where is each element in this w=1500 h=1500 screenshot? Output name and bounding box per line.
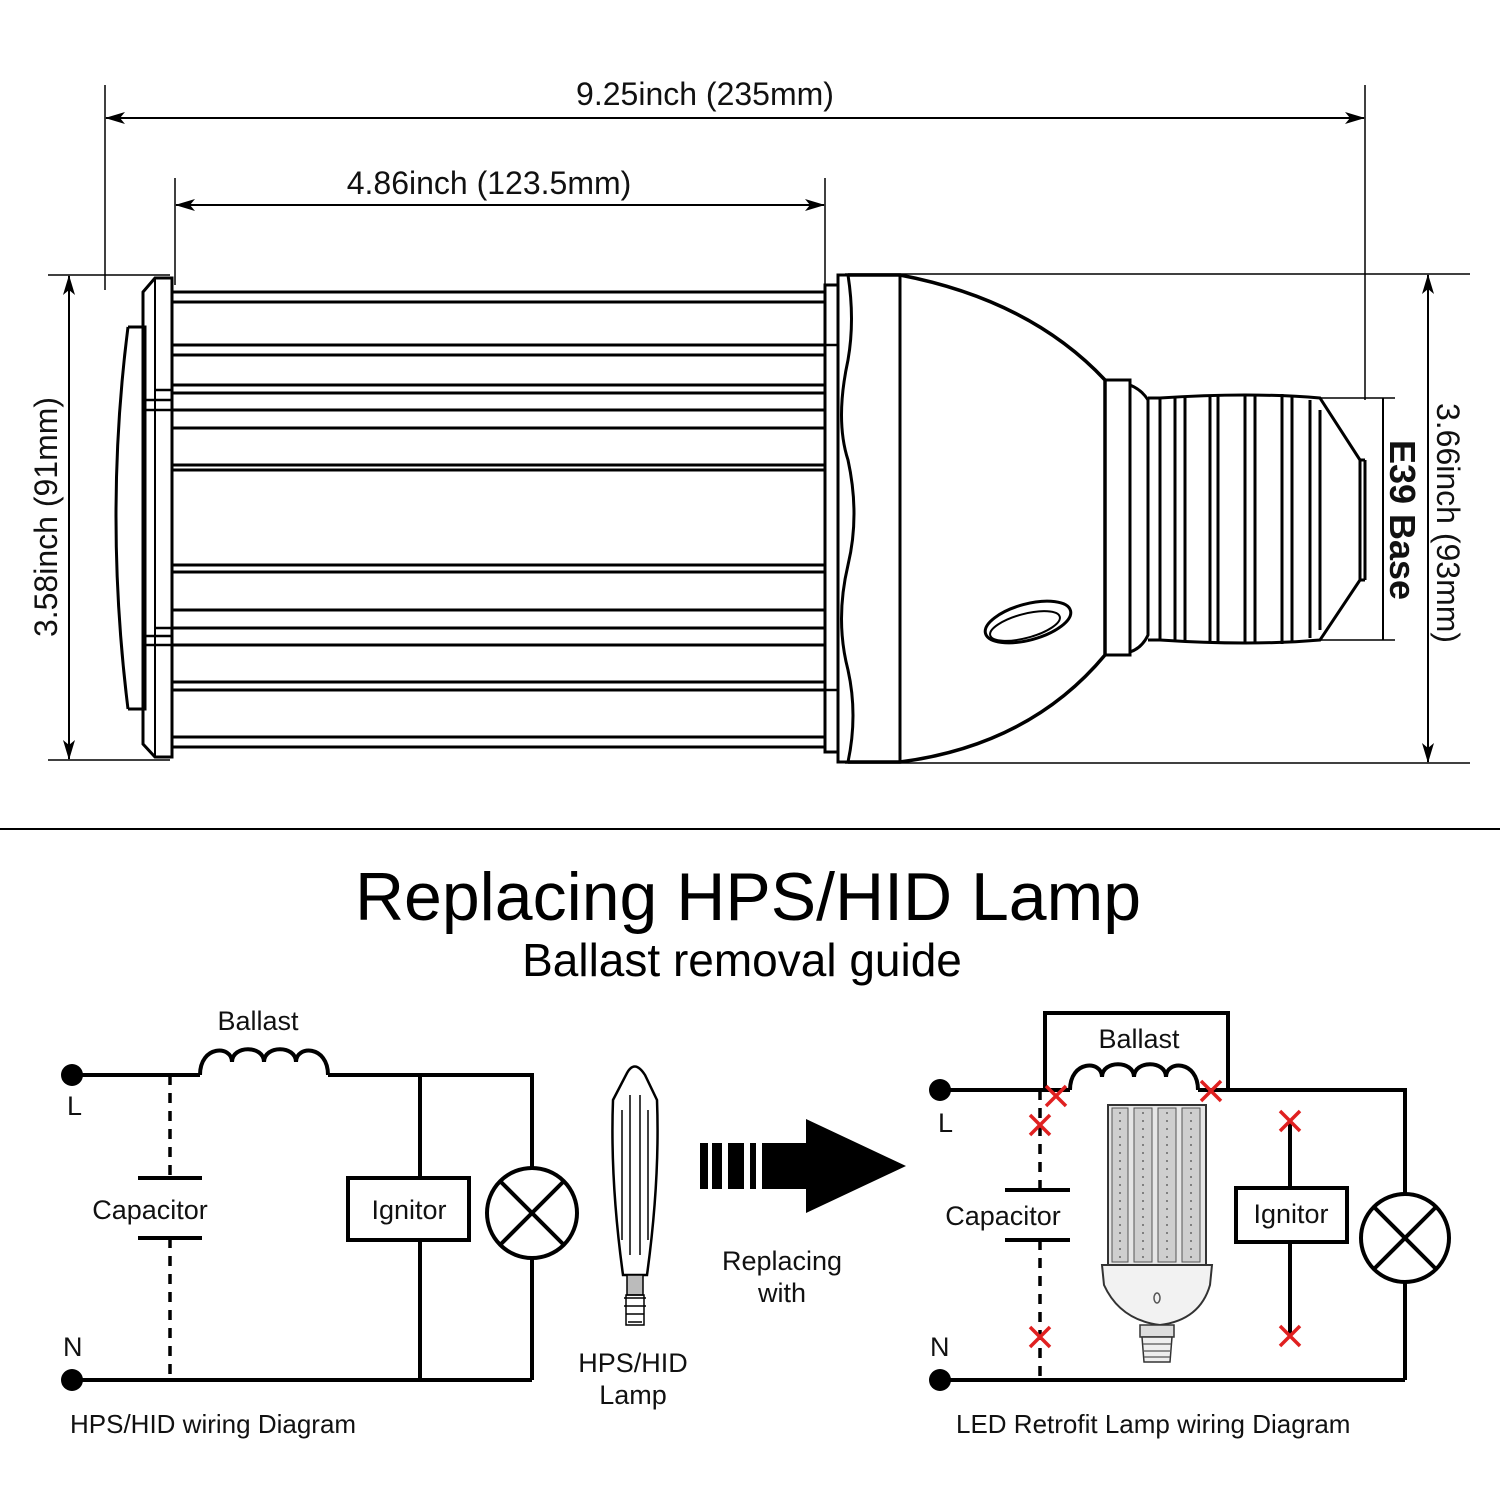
led-wiring-diagram: L N Ballast Capacitor Ignitor — [929, 1011, 1451, 1439]
body-diameter-label: 3.58inch (91mm) — [28, 397, 64, 637]
capacitor-label: Capacitor — [92, 1195, 208, 1225]
ballast-label: Ballast — [217, 1006, 299, 1036]
ignitor-label: Ignitor — [371, 1195, 446, 1225]
ignitor-box — [346, 1176, 471, 1242]
capacitor-label: Capacitor — [945, 1201, 1061, 1231]
replacing-label: Replacing — [722, 1246, 842, 1276]
led-corn-lamp-icon — [1100, 1104, 1214, 1363]
hps-diagram-caption: HPS/HID wiring Diagram — [70, 1409, 356, 1439]
head-diameter-label: 3.66inch (93mm) — [1430, 403, 1466, 643]
hps-wiring-diagram: L N Ballast Capacitor Ignitor HPS/HID wi… — [61, 1006, 579, 1439]
body-length-label: 4.86inch (123.5mm) — [347, 165, 632, 201]
ballast-coil — [198, 1047, 330, 1076]
ignitor-box — [1234, 1186, 1349, 1244]
ballast-coil — [1068, 1062, 1200, 1091]
led-corn-lamp-drawing — [114, 273, 1367, 764]
ballast-label: Ballast — [1098, 1024, 1180, 1054]
overall-length-label: 9.25inch (235mm) — [576, 76, 834, 112]
line-label: L — [67, 1091, 82, 1121]
line-label: L — [938, 1108, 953, 1138]
dimension-drawing: 9.25inch (235mm) 4.86inch (123.5mm) 3.58… — [28, 76, 1470, 764]
neutral-label: N — [930, 1332, 950, 1362]
replace-arrow: Replacing with — [700, 1119, 906, 1308]
page-title: Replacing HPS/HID Lamp — [355, 859, 1141, 935]
base-type-label: E39 Base — [1382, 440, 1423, 600]
with-label: with — [757, 1278, 806, 1308]
neutral-label: N — [63, 1332, 83, 1362]
ignitor-label: Ignitor — [1253, 1199, 1328, 1229]
hps-lamp-label-line1: HPS/HID — [578, 1348, 688, 1378]
page-subtitle: Ballast removal guide — [522, 934, 962, 986]
removal-marks — [1028, 1079, 1302, 1349]
led-diagram-caption: LED Retrofit Lamp wiring Diagram — [956, 1409, 1350, 1439]
hps-lamp-illustration: HPS/HID Lamp — [578, 1065, 688, 1410]
hps-lamp-label-line2: Lamp — [599, 1380, 667, 1410]
